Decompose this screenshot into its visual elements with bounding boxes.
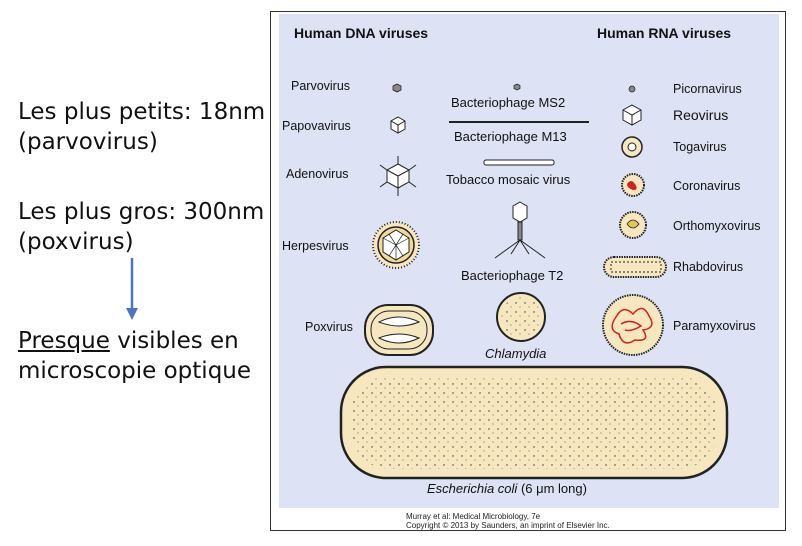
down-arrow-icon bbox=[126, 258, 138, 320]
label-paramyxovirus: Paramyxovirus bbox=[673, 319, 756, 333]
virus-diagram: Human DNA viruses Human RNA viruses Parv… bbox=[279, 14, 779, 508]
ecoli-shape bbox=[339, 365, 729, 480]
ms2-shape bbox=[513, 83, 521, 91]
paramyxovirus-shape bbox=[602, 294, 664, 356]
t2-shape bbox=[494, 201, 546, 259]
header-dna: Human DNA viruses bbox=[294, 25, 428, 41]
rhabdovirus-shape bbox=[603, 256, 667, 278]
label-ms2: Bacteriophage MS2 bbox=[451, 95, 565, 110]
largest-size: Les plus gros: 300nm bbox=[18, 199, 265, 225]
orthomyxovirus-shape bbox=[619, 211, 647, 239]
tmv-shape bbox=[483, 159, 555, 166]
picornavirus-shape bbox=[628, 85, 636, 93]
label-poxvirus: Poxvirus bbox=[305, 320, 353, 334]
credit-line2: Copyright © 2013 by Saunders, an imprint… bbox=[406, 521, 610, 530]
label-herpesvirus: Herpesvirus bbox=[282, 239, 349, 253]
presque-word: Presque bbox=[18, 328, 110, 354]
reovirus-shape bbox=[622, 104, 642, 126]
visibility-rest: visibles en bbox=[109, 328, 239, 354]
label-adenovirus: Adenovirus bbox=[286, 167, 349, 181]
togavirus-shape bbox=[621, 136, 643, 158]
label-m13: Bacteriophage M13 bbox=[454, 129, 567, 144]
label-chlamydia: Chlamydia bbox=[485, 346, 546, 361]
header-rna: Human RNA viruses bbox=[597, 25, 731, 41]
smallest-example: (parvovirus) bbox=[18, 129, 158, 155]
label-rhabdovirus: Rhabdovirus bbox=[673, 260, 743, 274]
visibility-line2: microscopie optique bbox=[18, 358, 252, 384]
visibility-line1: Presque visibles en bbox=[18, 326, 251, 356]
adenovirus-shape bbox=[379, 156, 417, 196]
label-orthomyxovirus: Orthomyxovirus bbox=[673, 219, 761, 233]
label-togavirus: Togavirus bbox=[673, 140, 727, 154]
poxvirus-shape bbox=[364, 304, 434, 356]
credit-line1: Murray et al: Medical Microbiology, 7e bbox=[406, 512, 541, 521]
papovavirus-shape bbox=[390, 116, 406, 134]
label-parvovirus: Parvovirus bbox=[291, 79, 350, 93]
label-papovavirus: Papovavirus bbox=[282, 119, 351, 133]
label-ecoli: Escherichia coli (6 μm long) bbox=[427, 481, 587, 496]
chlamydia-shape bbox=[496, 292, 546, 342]
largest-example: (poxvirus) bbox=[18, 229, 134, 255]
largest-text: Les plus gros: 300nm (poxvirus) bbox=[18, 197, 264, 257]
smallest-size: Les plus petits: 18nm bbox=[18, 99, 266, 125]
smallest-text: Les plus petits: 18nm (parvovirus) bbox=[18, 97, 265, 157]
virus-size-figure: Human DNA viruses Human RNA viruses Parv… bbox=[270, 11, 786, 531]
label-coronavirus: Coronavirus bbox=[673, 179, 740, 193]
label-picornavirus: Picornavirus bbox=[673, 82, 742, 96]
herpesvirus-shape bbox=[372, 221, 420, 269]
label-t2: Bacteriophage T2 bbox=[461, 268, 563, 283]
coronavirus-shape bbox=[621, 173, 645, 197]
label-reovirus: Reovirus bbox=[673, 107, 728, 123]
parvovirus-shape bbox=[392, 83, 402, 93]
label-tmv: Tobacco mosaic virus bbox=[446, 172, 571, 187]
visibility-text: Presque visibles en microscopie optique bbox=[18, 326, 251, 386]
